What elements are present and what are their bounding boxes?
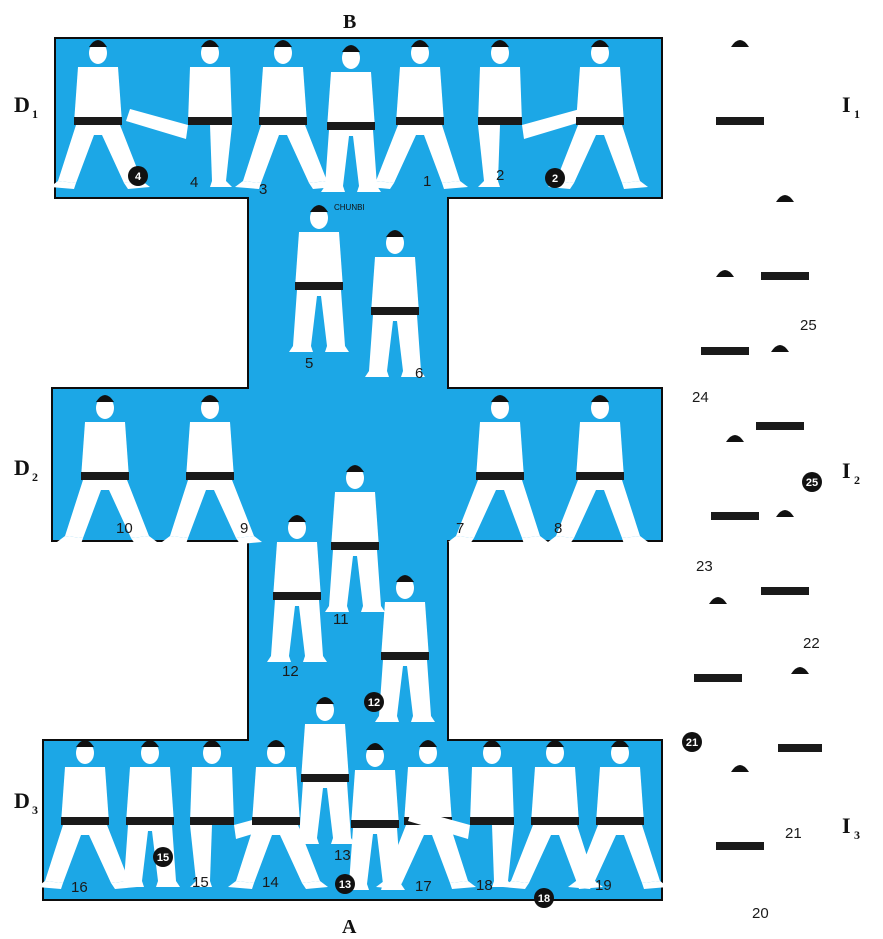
svg-text:I: I: [842, 813, 851, 838]
svg-text:3: 3: [32, 803, 38, 817]
step-number-12: 12: [282, 663, 299, 680]
svg-text:13: 13: [339, 879, 351, 891]
badge-12: 12: [364, 692, 384, 712]
step-number-9: 9: [240, 520, 248, 537]
left-label-d3: D 3: [14, 788, 38, 817]
step-number-3: 3: [259, 181, 267, 198]
chunbi-caption: CHUNBI: [334, 203, 365, 212]
badge-25: 25: [802, 472, 822, 492]
badge-13: 13: [335, 874, 355, 894]
right-label-i3: I 3: [842, 813, 860, 842]
step-number-15: 15: [192, 874, 209, 891]
svg-text:1: 1: [32, 107, 38, 121]
svg-text:4: 4: [135, 171, 142, 183]
step-number-21: 21: [785, 825, 802, 842]
svg-text:1: 1: [854, 107, 860, 121]
badge-4: 4: [128, 166, 148, 186]
svg-text:15: 15: [157, 852, 169, 864]
step-number-4: 4: [190, 174, 198, 191]
step-number-19: 19: [595, 877, 612, 894]
svg-text:12: 12: [368, 697, 380, 709]
right-label-i2: I 2: [842, 458, 860, 487]
svg-text:D: D: [14, 788, 30, 813]
step-number-13: 13: [334, 847, 351, 864]
step-number-1: 1: [423, 173, 431, 190]
step-number-5: 5: [305, 355, 313, 372]
step-number-24: 24: [692, 389, 709, 406]
svg-text:2: 2: [32, 470, 38, 484]
step-number-2: 2: [496, 167, 504, 184]
step-number-25: 25: [800, 317, 817, 334]
direction-label-top: B: [343, 11, 356, 33]
right-label-i1: I 1: [842, 92, 860, 121]
step-number-20: 20: [752, 905, 769, 922]
figure-step-21-badge: [660, 597, 770, 746]
figure-ready-i1: [708, 40, 772, 187]
direction-label-bottom: A: [342, 916, 357, 938]
svg-text:25: 25: [806, 477, 818, 489]
svg-text:D: D: [14, 455, 30, 480]
badge-2: 2: [545, 168, 565, 188]
step-number-17: 17: [415, 878, 432, 895]
step-number-16: 16: [71, 879, 88, 896]
badge-21: 21: [682, 732, 702, 752]
left-label-d2: D 2: [14, 455, 38, 484]
badge-15: 15: [153, 847, 173, 867]
left-label-d1: D 1: [14, 92, 38, 121]
step-number-23: 23: [696, 558, 713, 575]
step-number-22: 22: [803, 635, 820, 652]
svg-text:2: 2: [552, 173, 558, 185]
step-number-11: 11: [333, 611, 349, 628]
svg-text:3: 3: [854, 828, 860, 842]
step-number-6: 6: [415, 365, 423, 382]
step-number-18: 18: [476, 877, 493, 894]
svg-text:I: I: [842, 92, 851, 117]
figure-step-20: [708, 765, 772, 912]
step-number-7: 7: [456, 520, 464, 537]
svg-text:18: 18: [538, 893, 550, 905]
badge-18: 18: [534, 888, 554, 908]
step-number-14: 14: [262, 874, 279, 891]
step-number-10: 10: [116, 520, 133, 537]
svg-text:2: 2: [854, 473, 860, 487]
svg-text:I: I: [842, 458, 851, 483]
svg-text:D: D: [14, 92, 30, 117]
svg-text:21: 21: [686, 737, 698, 749]
step-number-8: 8: [554, 520, 562, 537]
